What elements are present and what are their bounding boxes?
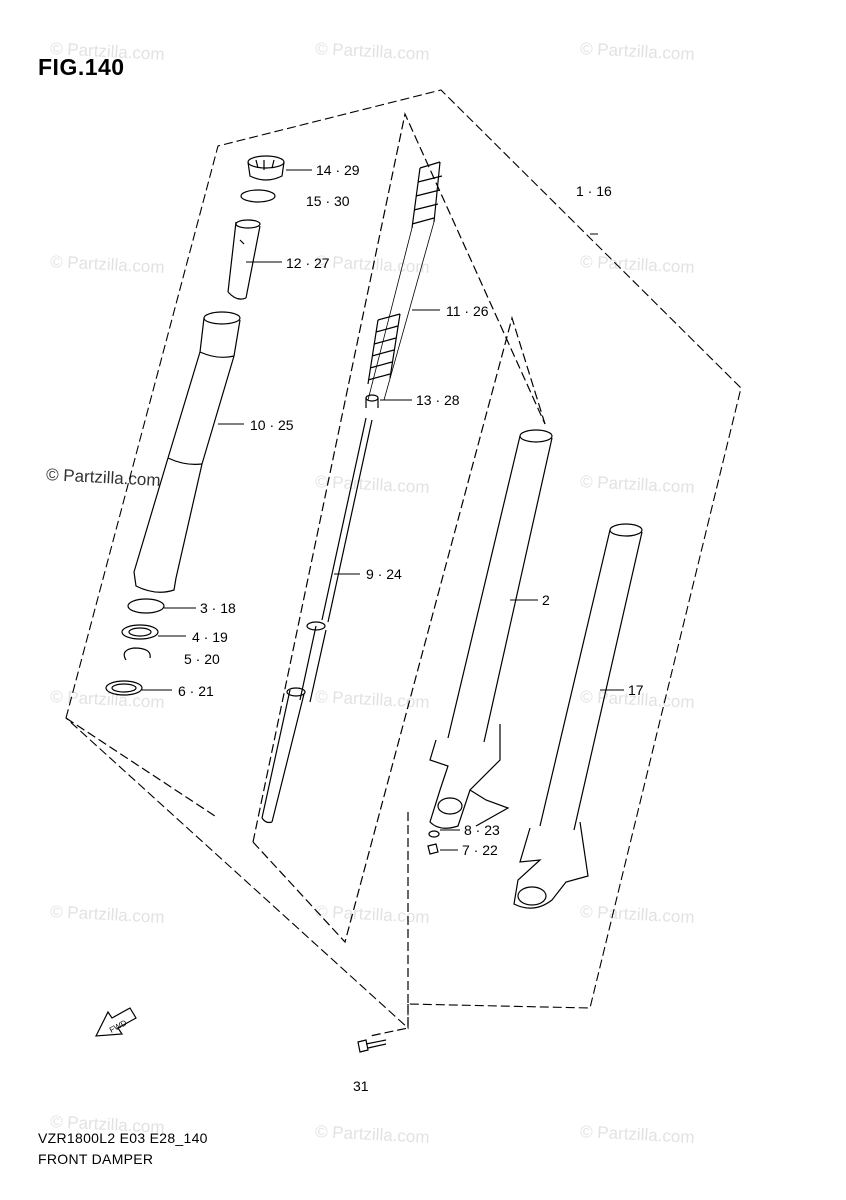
callout-12-27: 12 · 27 — [286, 255, 330, 271]
part-axle-bolt — [357, 1039, 387, 1053]
part-outer-tube — [133, 311, 241, 593]
callout-13-28: 13 · 28 — [416, 392, 460, 408]
section-name: FRONT DAMPER — [38, 1151, 154, 1167]
part-drain-washer — [428, 830, 440, 838]
part-o-ring — [240, 189, 276, 203]
part-bushing — [105, 680, 143, 696]
part-damper-rod — [261, 417, 373, 824]
callout-31: 31 — [353, 1078, 369, 1094]
figure-title: FIG.140 — [38, 54, 125, 80]
callout-14-29: 14 · 29 — [316, 162, 360, 178]
callout-10-25: 10 · 25 — [250, 417, 294, 433]
model-code: VZR1800L2 E03 E28_140 — [38, 1130, 208, 1146]
callout-3-18: 3 · 18 — [200, 600, 236, 616]
callout-17: 17 — [628, 682, 644, 698]
part-drain-bolt — [427, 843, 439, 855]
part-inner-tube-right — [513, 523, 643, 909]
leader-lines — [142, 169, 624, 851]
callout-11-26: 11 · 26 — [446, 303, 489, 319]
callout-4-19: 4 · 19 — [192, 629, 228, 645]
callout-6-21: 6 · 21 — [178, 683, 214, 699]
part-fork-spring-lower — [367, 313, 401, 385]
middle-assembly-boundary — [252, 112, 546, 843]
outer-assembly-boundary-tail — [369, 1004, 409, 1037]
callout-2: 2 — [542, 592, 550, 608]
callout-9-24: 9 · 24 — [366, 566, 402, 582]
part-spring-collar — [365, 394, 379, 408]
part-fork-spring-upper — [367, 161, 443, 401]
part-cap-bolt — [247, 155, 285, 181]
middle-assembly-boundary-lower — [252, 315, 546, 944]
forward-direction-arrow — [94, 1007, 137, 1037]
part-circlip — [123, 647, 151, 661]
part-inner-tube-left — [429, 429, 553, 829]
inner-assembly-boundary — [65, 717, 219, 819]
part-dust-seal — [127, 598, 165, 614]
fwd-arrow-label: FWD — [108, 1018, 129, 1035]
callout-15-30: 15 · 30 — [306, 193, 350, 209]
part-oil-seal — [121, 624, 159, 640]
callout-1-16: 1 · 16 — [576, 183, 612, 199]
callout-8-23: 8 · 23 — [464, 822, 500, 838]
part-spacer — [227, 219, 261, 300]
callout-5-20: 5 · 20 — [184, 651, 220, 667]
outer-assembly-boundary — [65, 89, 742, 1030]
callout-7-22: 7 · 22 — [462, 842, 498, 858]
